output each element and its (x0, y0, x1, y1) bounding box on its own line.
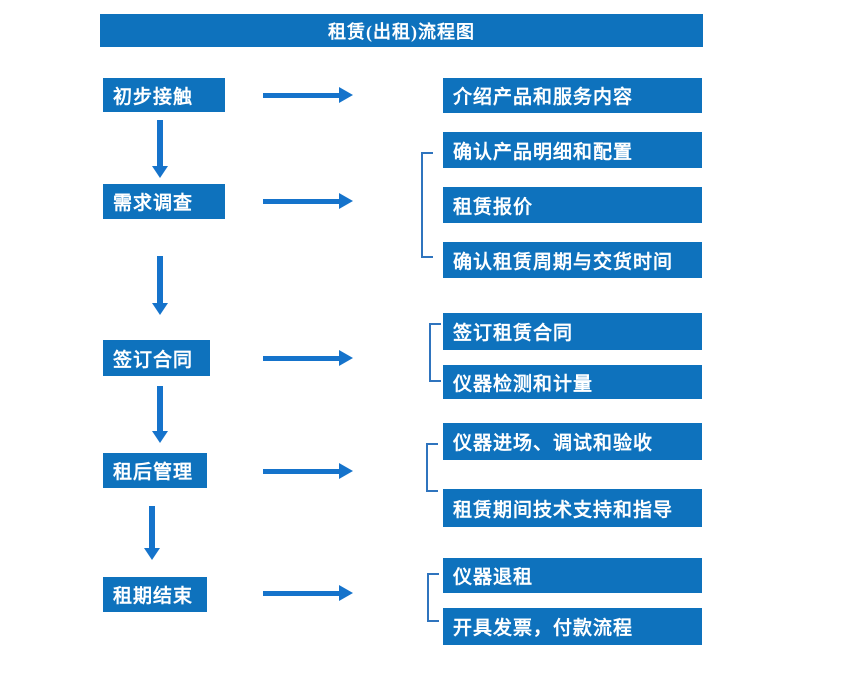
group-bracket-rental-end (427, 573, 439, 622)
diagram-title: 租赁(出租)流程图 (100, 14, 703, 47)
group-bracket-demand-survey (421, 152, 433, 258)
detail-box-confirm-product-config: 确认产品明细和配置 (443, 132, 702, 168)
detail-box-introduce-products: 介绍产品和服务内容 (443, 78, 702, 113)
group-bracket-post-rental (426, 443, 438, 492)
detail-box-instrument-return: 仪器退租 (443, 558, 702, 593)
arrow-down-icon (152, 256, 168, 315)
arrow-right-icon (263, 350, 353, 366)
arrow-right-icon (263, 463, 353, 479)
detail-box-rental-quote: 租赁报价 (443, 187, 702, 223)
step-box-post-rental-management: 租后管理 (103, 453, 207, 488)
arrow-right-icon (263, 87, 353, 103)
step-box-rental-end: 租期结束 (103, 577, 207, 612)
arrow-down-icon (152, 120, 168, 178)
detail-box-instrument-setup-acceptance: 仪器进场、调试和验收 (443, 423, 702, 460)
group-bracket-sign-contract (429, 323, 441, 382)
arrow-right-icon (263, 585, 353, 601)
detail-box-technical-support: 租赁期间技术支持和指导 (443, 489, 702, 527)
detail-box-invoice-payment: 开具发票，付款流程 (443, 608, 702, 645)
step-box-sign-contract: 签订合同 (103, 340, 210, 376)
detail-box-confirm-period-delivery: 确认租赁周期与交货时间 (443, 242, 702, 278)
detail-box-instrument-testing: 仪器检测和计量 (443, 365, 702, 399)
arrow-down-icon (144, 506, 160, 560)
arrow-right-icon (263, 193, 353, 209)
step-box-initial-contact: 初步接触 (103, 78, 225, 112)
detail-box-sign-rental-contract: 签订租赁合同 (443, 313, 702, 350)
step-box-demand-survey: 需求调查 (103, 184, 225, 219)
arrow-down-icon (152, 386, 168, 443)
